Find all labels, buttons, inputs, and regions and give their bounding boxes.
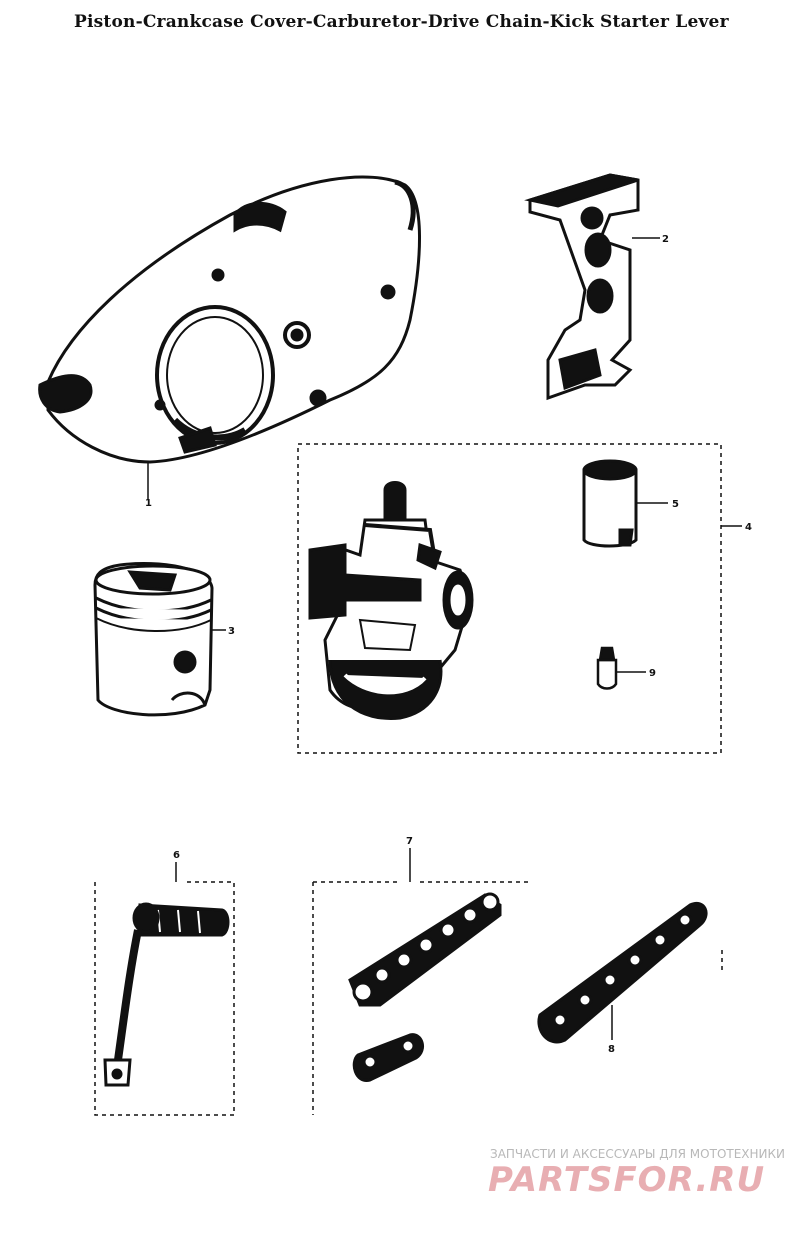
master-link-part	[352, 1033, 425, 1082]
crankcase-cover-part	[38, 175, 421, 500]
callout-2: 2	[662, 234, 669, 245]
kick-starter-group	[94, 862, 235, 1116]
callout-8: 8	[608, 1044, 615, 1055]
carburetor-group-boundary	[297, 443, 722, 754]
kick-starter-lever-part	[103, 902, 230, 1087]
carburetor-part	[308, 481, 474, 720]
drive-chain-group	[312, 848, 723, 1115]
callout-6: 6	[173, 850, 180, 861]
callout-3: 3	[228, 626, 235, 637]
page-title: Piston-Crankcase Cover-Carburetor-Drive …	[74, 12, 729, 32]
watermark-logo: PARTSFOR.RU	[488, 1160, 766, 1200]
chain-segment-part	[537, 901, 708, 1044]
callout-1: 1	[145, 498, 152, 509]
watermark-caption: ЗАПЧАСТИ И АКСЕССУАРЫ ДЛЯ МОТОТЕХНИКИ	[490, 1147, 786, 1161]
sleeve-part	[582, 459, 668, 548]
callout-9: 9	[649, 668, 656, 679]
piston-part	[93, 562, 226, 717]
callout-7: 7	[406, 836, 413, 847]
drive-chain-part	[348, 892, 502, 1007]
jet-part	[596, 646, 646, 690]
callout-5: 5	[672, 499, 679, 510]
callout-4: 4	[745, 522, 752, 533]
bracket-part	[524, 173, 660, 401]
